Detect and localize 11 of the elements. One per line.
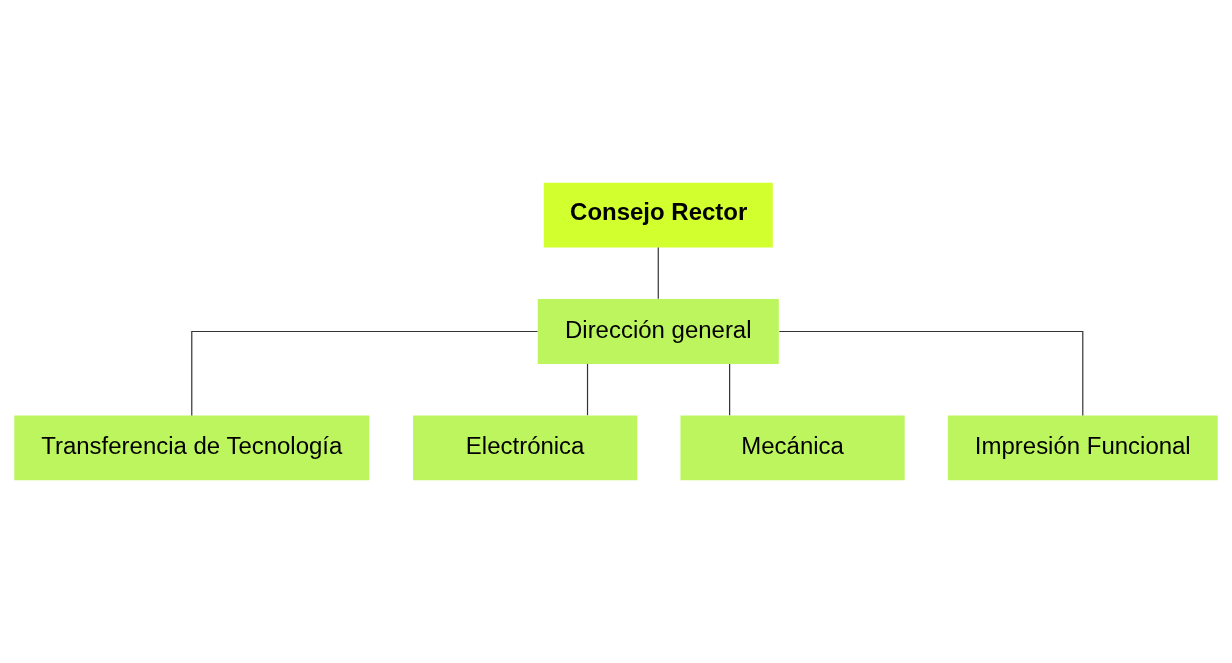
- connector: [657, 247, 659, 300]
- node-box: Electrónica: [413, 415, 638, 481]
- node-box: Consejo Rector: [543, 182, 773, 248]
- node-box: Mecánica: [680, 415, 905, 481]
- node-box: Dirección general: [537, 299, 779, 364]
- node-box: Impresión Funcional: [947, 415, 1218, 481]
- connector: [191, 330, 539, 417]
- connector: [586, 363, 589, 416]
- connector: [778, 330, 1084, 417]
- connector: [729, 363, 731, 416]
- node-box: Transferencia de Tecnología: [14, 415, 370, 481]
